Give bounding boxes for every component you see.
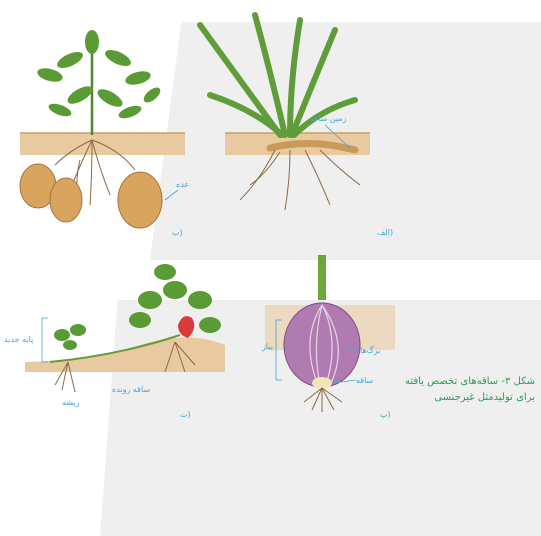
new-plant-label: پایه جدید [4,335,33,345]
panel-tag-te: (ت [180,410,191,420]
potato-plant-illustration [20,30,185,228]
panel-tag-be: (ب [172,228,183,238]
runner-label: ساقه رونده [112,385,150,395]
onion-plant-illustration [265,255,395,412]
panel-tag-alef: (الف [377,228,393,238]
stem-label: ساقه [356,376,373,386]
panel-tag-pe: (پ [380,410,391,420]
root-label: ریشه [62,398,80,408]
rhizome-label: زمین ساقه [310,114,346,124]
figure-caption-line2: برای تولیدمثل غیرجنسی [434,391,535,405]
leaves-label: برگ‌ها [360,346,380,356]
tuber-label: غده [176,180,189,190]
onion-label: پیاز [262,342,273,352]
rhizome-plant-illustration [200,15,370,210]
strawberry-plant-illustration [25,264,225,392]
figure-caption-line1: شکل ۳- ساقه‌های تخصص یافته [405,375,535,389]
